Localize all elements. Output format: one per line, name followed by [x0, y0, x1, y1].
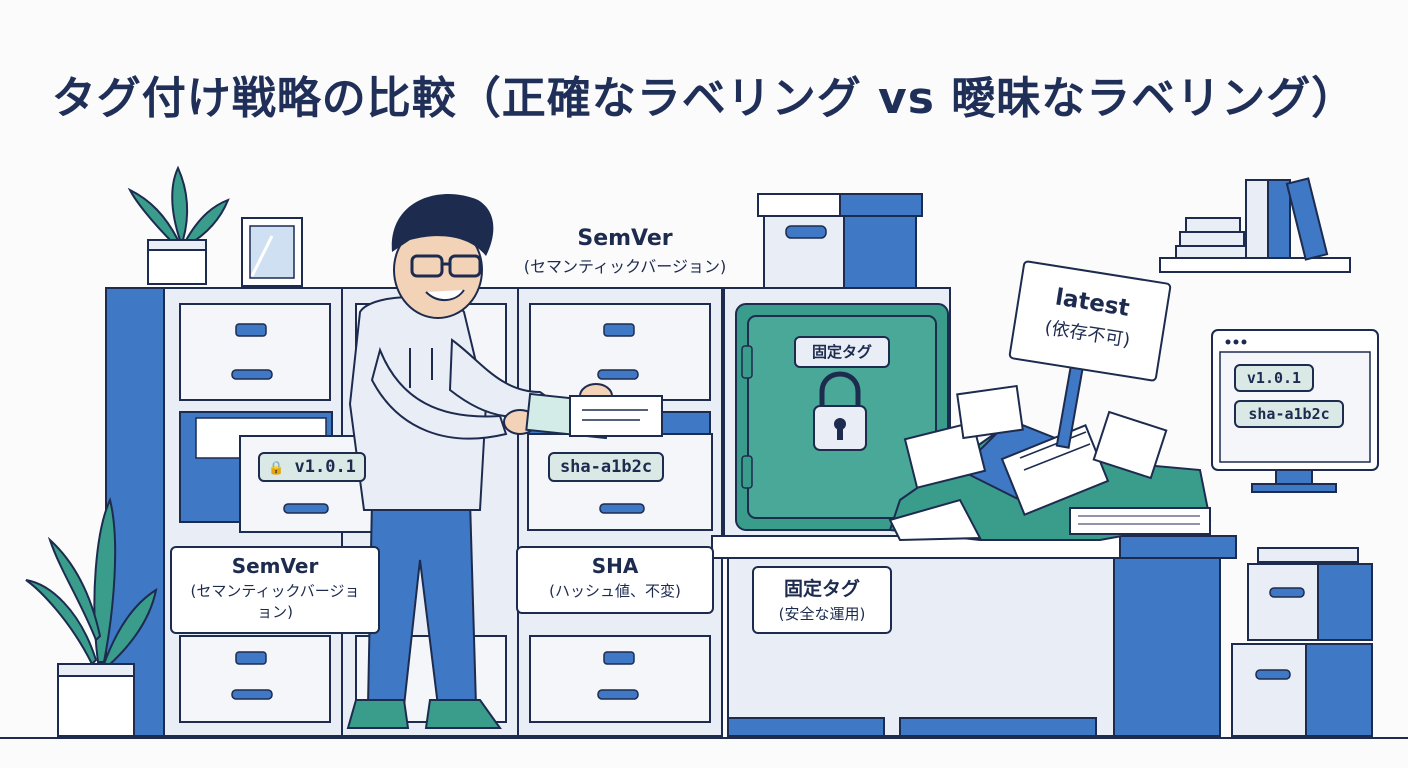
lock-icon — [819, 371, 861, 410]
drawer-tag-left-text: v1.0.1 — [294, 457, 356, 477]
semver-floating-sub: (セマンティックバージョン) — [523, 257, 727, 276]
semver-card: SemVer (セマンティックバージョ ョン) — [170, 546, 380, 634]
semver-card-sub1: (セマンティックバージョ — [190, 582, 360, 600]
sha-card-sub: (ハッシュ値、不変) — [549, 582, 681, 600]
storage-box-icon — [757, 193, 923, 289]
shelf-binders-icon — [1159, 177, 1351, 273]
paper-pile-icon — [888, 384, 1212, 542]
monitor-tag-2: sha-a1b2c — [1234, 400, 1344, 428]
lock-small-icon: 🔒 — [268, 461, 285, 476]
picture-frame-icon — [241, 217, 303, 287]
page-title: タグ付け戦略の比較（正確なラベリング vs 曖昧なラベリング） — [51, 73, 1357, 124]
monitor-tag-1: v1.0.1 — [1234, 364, 1314, 392]
stacked-boxes-icon — [1231, 547, 1373, 737]
person-figure — [346, 194, 663, 729]
signpost — [1008, 260, 1172, 449]
drawer-tag-mid: sha-a1b2c — [548, 452, 664, 482]
desk-card-name: 固定タグ — [783, 578, 860, 600]
plant-top-icon — [127, 165, 230, 285]
drawer-tag-left: 🔒 v1.0.1 — [258, 452, 366, 482]
semver-floating-name: SemVer — [577, 226, 673, 251]
semver-card-name: SemVer — [231, 554, 319, 578]
semver-floating-label: SemVer (セマンティックバージョン) — [480, 226, 770, 277]
desk-card: 固定タグ (安全な運用) — [752, 566, 892, 634]
semver-card-sub2: ョン) — [257, 603, 293, 621]
plant-bottom-icon — [25, 497, 158, 737]
sha-card-name: SHA — [591, 554, 639, 578]
desk-card-sub: (安全な運用) — [778, 605, 866, 623]
sha-card: SHA (ハッシュ値、不変) — [516, 546, 714, 614]
safe-label: 固定タグ — [794, 336, 890, 368]
